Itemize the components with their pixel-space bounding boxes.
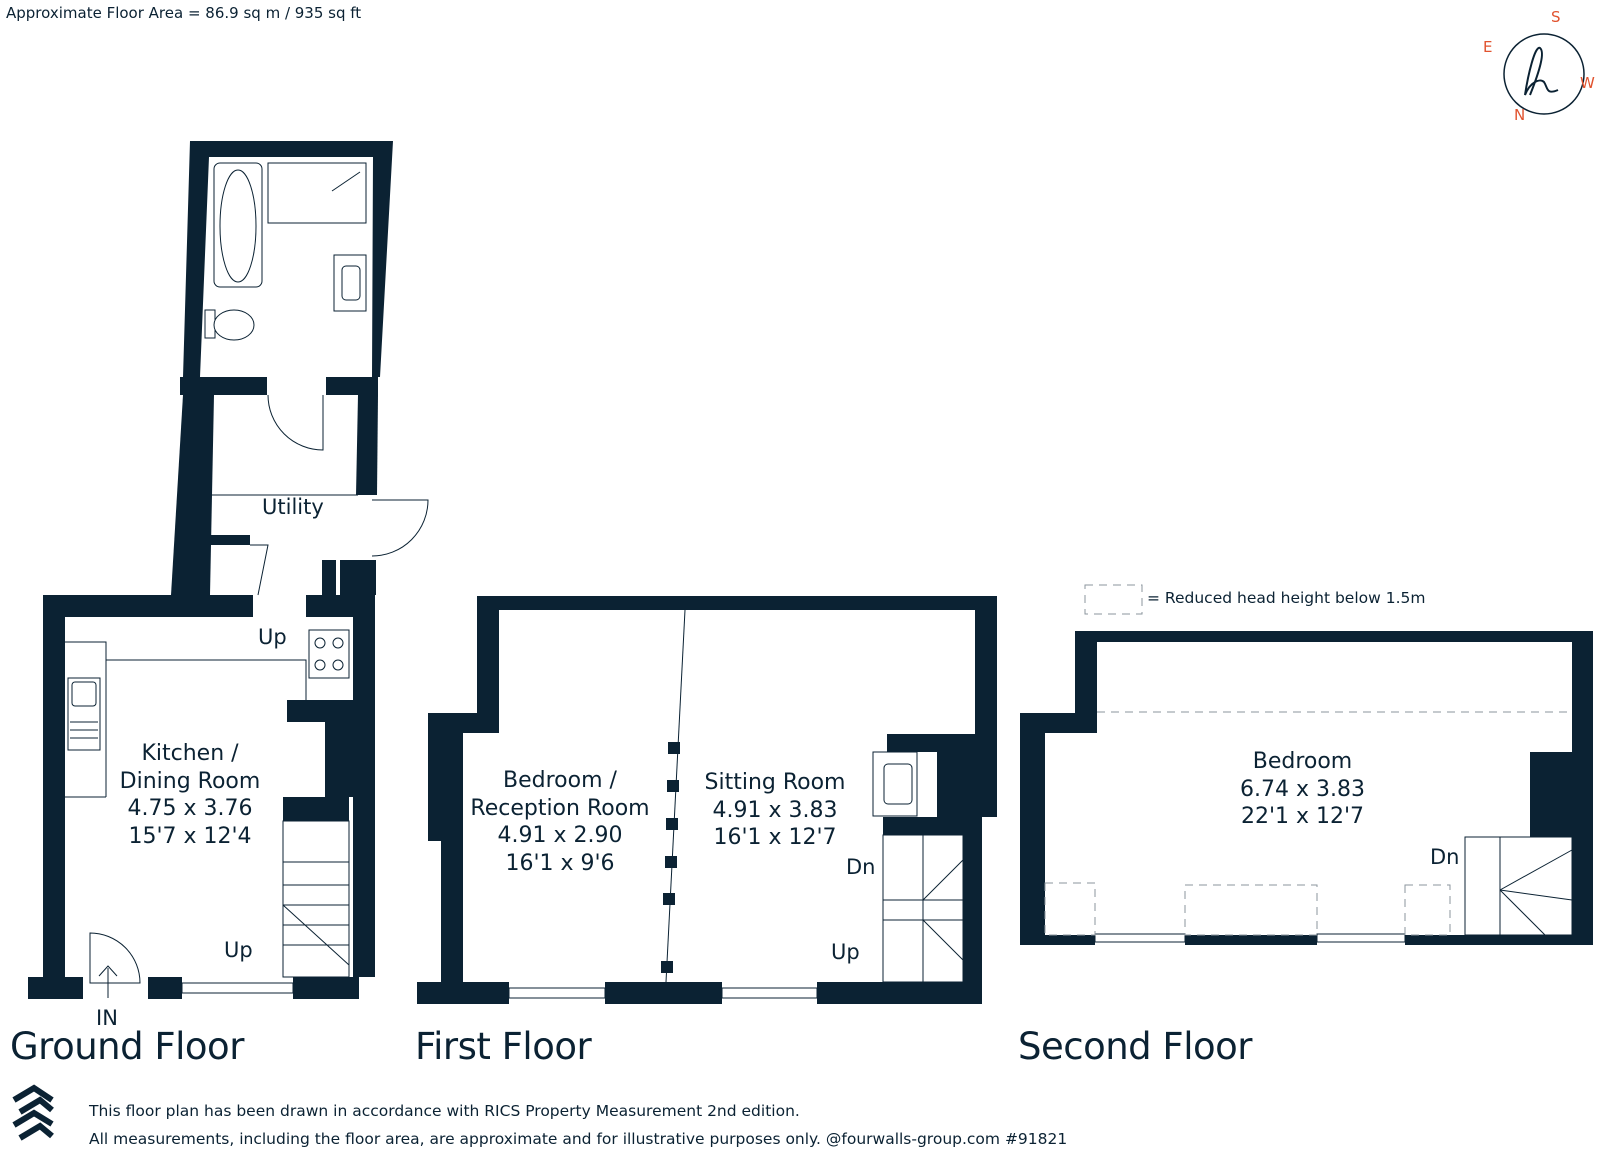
bath-utility-wall-right: [326, 377, 378, 395]
bathroom-walls: [183, 141, 393, 377]
bathtub: [213, 162, 263, 288]
second-floor-plan: [1020, 631, 1593, 945]
entrance-door: [89, 932, 141, 984]
first-bottom-wall-left: [417, 982, 509, 1004]
second-down-label: Dn: [1430, 845, 1460, 869]
kitchen-chimney-side: [325, 722, 375, 797]
footer-disclaimer: All measurements, including the floor ar…: [89, 1130, 1068, 1148]
toilet-cistern: [204, 309, 216, 339]
first-window-right: [721, 987, 818, 999]
kitchen-left-wall: [43, 595, 65, 977]
ground-up-label: Up: [258, 625, 287, 649]
second-bottom-wall-right: [1405, 935, 1593, 945]
compass-east: E: [1483, 38, 1493, 56]
entrance-label: IN: [96, 1006, 118, 1030]
first-floor-plan: [417, 596, 997, 1004]
second-bedroom-imperial: 22'1 x 12'7: [1240, 804, 1365, 829]
second-right-wall: [1572, 631, 1593, 935]
kitchen-chimney: [287, 700, 375, 722]
first-right-chimney-low: [883, 817, 982, 835]
ground-floor-plan: [28, 141, 429, 999]
second-floor-title: Second Floor: [1018, 1025, 1252, 1068]
second-window-right: [1316, 933, 1406, 943]
sitting-room-name: Sitting Room: [704, 770, 846, 795]
utility-right-wall: [356, 395, 378, 495]
floor-area-label: Approximate Floor Area = 86.9 sq m / 935…: [6, 4, 362, 22]
first-up-label: Up: [831, 940, 860, 964]
shower-tray: [267, 162, 367, 224]
second-right-block: [1530, 752, 1572, 837]
kitchen-window: [181, 982, 294, 994]
kitchen-bottom-wall-left: [28, 977, 83, 999]
first-bedroom-name-2: Reception Room: [470, 795, 650, 821]
hob: [308, 629, 350, 679]
first-bedroom-metric: 4.91 x 2.90: [497, 823, 623, 848]
first-partition: [665, 609, 686, 983]
compass-west: W: [1580, 74, 1595, 92]
sitting-room-label: Sitting Room 4.91 x 3.83 16'1 x 12'7: [690, 769, 860, 852]
utility-left-wall: [171, 395, 214, 595]
footer-rics-note: This floor plan has been drawn in accord…: [89, 1102, 800, 1120]
second-bedroom-label: Bedroom 6.74 x 3.83 22'1 x 12'7: [1220, 748, 1385, 831]
fourwalls-logo: [12, 1084, 54, 1141]
kitchen-room-label: Kitchen / Dining Room 4.75 x 3.76 15'7 x…: [110, 740, 270, 850]
kitchen-top-wall-right: [306, 595, 375, 617]
first-floor-stairs: [882, 834, 964, 983]
entrance-arrow: [98, 965, 118, 998]
first-bedroom-imperial: 16'1 x 9'6: [505, 850, 615, 876]
first-right-chimney-block: [937, 752, 997, 817]
first-top-wall: [477, 596, 997, 610]
toilet-bowl: [213, 309, 255, 341]
kitchen-chimney-lower: [283, 797, 349, 821]
kitchen-name-1: Kitchen /: [141, 741, 239, 766]
kitchen-bottom-wall-right: [293, 977, 359, 999]
compass-monogram: [1524, 46, 1559, 96]
legend-dashed-box: [1084, 584, 1143, 615]
ground-floor-title: Ground Floor: [10, 1025, 244, 1068]
utility-door: [371, 499, 429, 557]
legend-text: = Reduced head height below 1.5m: [1147, 589, 1426, 607]
ground-stairs-up-label: Up: [224, 938, 253, 962]
compass-south: S: [1551, 8, 1561, 26]
first-down-label: Dn: [846, 855, 876, 879]
compass-north: N: [1514, 106, 1526, 124]
kitchen-bottom-wall-mid: [148, 977, 182, 999]
sitting-room-metric: 4.91 x 3.83: [712, 797, 838, 823]
second-bottom-wall-left: [1020, 935, 1095, 945]
second-bedroom-name: Bedroom: [1252, 749, 1353, 774]
second-floor-stairs: [1464, 836, 1573, 936]
first-right-chimney: [887, 734, 997, 752]
first-left-step: [428, 713, 463, 841]
first-window-left: [508, 987, 606, 999]
kitchen-name-2: Dining Room: [119, 768, 261, 794]
kitchen-stairs: [282, 820, 350, 978]
second-window-left: [1094, 933, 1186, 943]
utility-label: Utility: [262, 495, 324, 519]
second-bottom-wall-mid: [1185, 935, 1317, 945]
second-top-wall: [1075, 631, 1593, 642]
first-right-wall: [975, 596, 997, 734]
utility-inner-stub: [210, 535, 250, 545]
first-floor-title: First Floor: [415, 1025, 592, 1068]
second-bedroom-metric: 6.74 x 3.83: [1240, 776, 1365, 802]
first-bedroom-name-1: Bedroom /: [503, 768, 617, 793]
utility-right-wall-low: [340, 560, 376, 595]
first-bottom-wall-mid: [605, 982, 722, 1004]
bathroom-door: [267, 394, 324, 451]
kitchen-worktop: [65, 641, 307, 700]
second-left-wall: [1020, 631, 1097, 935]
first-bottom-wall-right: [817, 982, 982, 1004]
kitchen-metric: 4.75 x 3.76: [127, 796, 253, 821]
bath-utility-wall-left: [180, 377, 267, 395]
kitchen-imperial: 15'7 x 12'4: [128, 823, 252, 849]
first-left-wall: [441, 596, 499, 982]
first-bedroom-label: Bedroom / Reception Room 4.91 x 2.90 16'…: [460, 767, 660, 877]
first-right-wall-low: [963, 817, 982, 982]
sitting-room-imperial: 16'1 x 12'7: [713, 825, 837, 850]
utility-right-stub: [322, 560, 336, 595]
compass-circle: [1503, 33, 1585, 115]
kitchen-top-wall-left: [43, 595, 253, 617]
